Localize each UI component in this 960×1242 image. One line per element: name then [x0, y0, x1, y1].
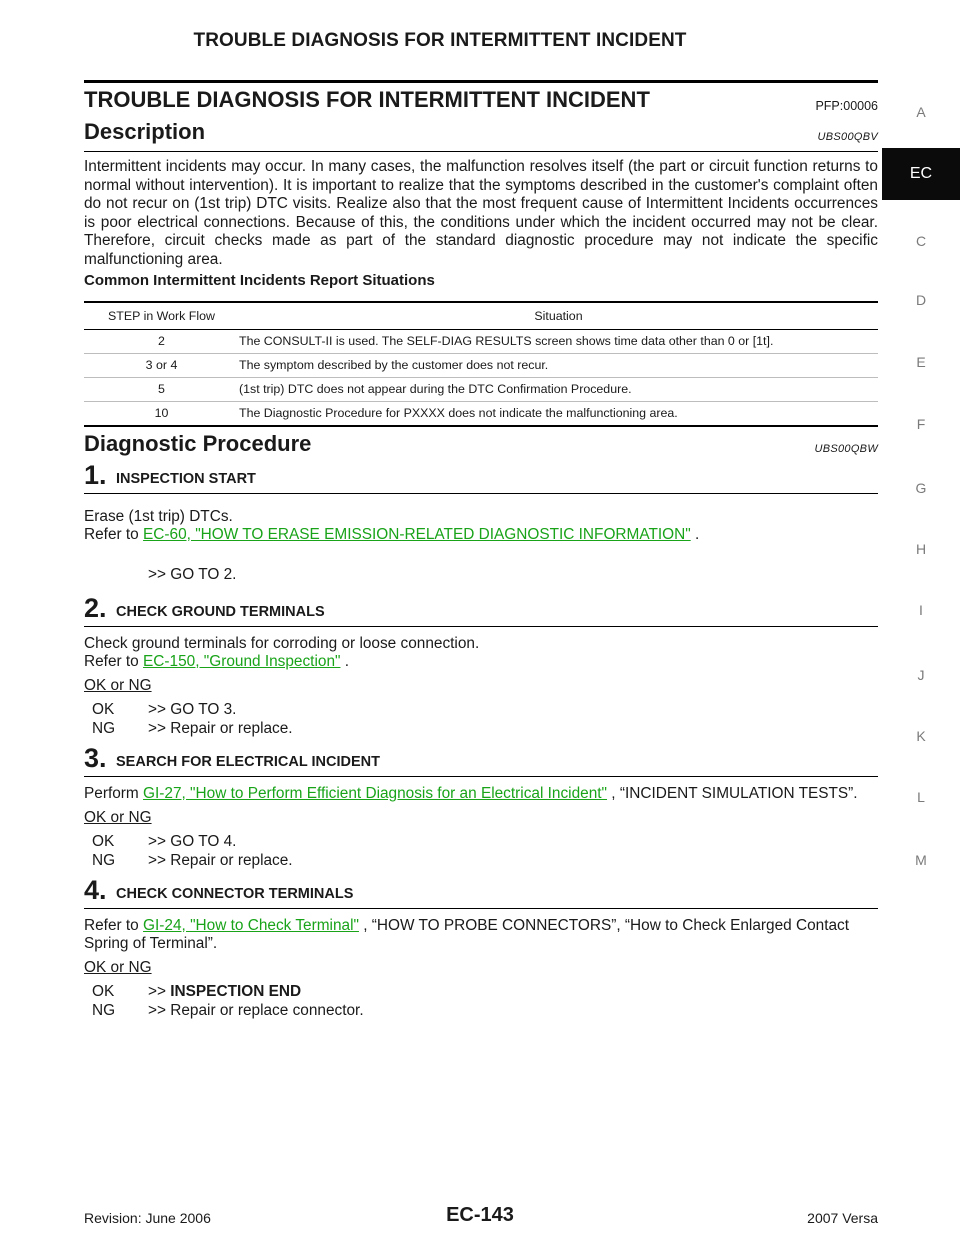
step-4-header: 4. CHECK CONNECTOR TERMINALS: [84, 874, 878, 909]
step-2-header: 2. CHECK GROUND TERMINALS: [84, 592, 878, 627]
table-cell-step: 10: [84, 401, 239, 427]
result-ok-arrow: >>: [148, 982, 171, 1000]
refer-text: Refer to: [84, 916, 144, 934]
step-2-results: OK >> GO TO 3. NG >> Repair or replace.: [84, 700, 878, 738]
step-label: CHECK CONNECTOR TERMINALS: [116, 885, 354, 902]
result-ng-key: NG: [92, 719, 116, 737]
index-letter-ec-active[interactable]: EC: [882, 148, 960, 200]
ok-or-ng-label: OK or NG: [84, 676, 152, 694]
report-situations-heading: Common Intermittent Incidents Report Sit…: [84, 271, 435, 289]
index-letter-g[interactable]: G: [915, 480, 927, 496]
main-content: TROUBLE DIAGNOSIS FOR INTERMITTENT INCID…: [84, 80, 878, 1020]
result-ng-value: >> Repair or replace.: [148, 719, 293, 737]
table-cell-step: 5: [84, 377, 239, 402]
step-3-results: OK >> GO TO 4. NG >> Repair or replace.: [84, 832, 878, 870]
table-cell-situation: The symptom described by the customer do…: [239, 353, 878, 378]
page-header-title: TROUBLE DIAGNOSIS FOR INTERMITTENT INCID…: [193, 30, 687, 51]
index-letter-a[interactable]: A: [916, 104, 926, 120]
section-title: TROUBLE DIAGNOSIS FOR INTERMITTENT INCID…: [84, 87, 650, 112]
footer-revision: Revision: June 2006: [84, 1210, 211, 1226]
result-ok-key: OK: [92, 700, 115, 718]
description-title-row: Description UBS00QBV: [84, 119, 878, 151]
index-letter-d[interactable]: D: [915, 292, 927, 308]
step-2-refer: Refer to EC-150, "Ground Inspection" .: [84, 653, 878, 671]
table-cell-step: 2: [84, 329, 239, 354]
table-cell-situation: The CONSULT-II is used. The SELF-DIAG RE…: [239, 329, 878, 354]
link-ec-150[interactable]: EC-150, "Ground Inspection": [143, 652, 341, 670]
step-label: CHECK GROUND TERMINALS: [116, 603, 325, 620]
step-number: 4.: [84, 874, 107, 905]
step-3-after: , “INCIDENT SIMULATION TESTS”.: [607, 784, 858, 802]
step-1-goto: >> GO TO 2.: [148, 565, 237, 583]
step-number: 2.: [84, 592, 107, 623]
refer-text: Refer to: [84, 525, 144, 543]
header-situation: Situation: [239, 300, 878, 330]
ok-or-ng-label: OK or NG: [84, 808, 152, 826]
top-rule: [84, 80, 878, 83]
footer-model: 2007 Versa: [807, 1210, 878, 1226]
table-header-row: STEP in Work Flow Situation: [84, 300, 878, 330]
step-1-header: 1. INSPECTION START: [84, 459, 878, 494]
index-letter-m[interactable]: M: [915, 852, 927, 868]
step-number: 3.: [84, 742, 107, 773]
refer-after: .: [340, 652, 350, 670]
footer-page-number: EC-143: [446, 1204, 514, 1226]
procedure-code: UBS00QBW: [814, 442, 878, 455]
index-letter-c[interactable]: C: [915, 233, 927, 249]
result-ok-value: INSPECTION END: [170, 982, 302, 1000]
refer-after: .: [690, 525, 700, 543]
description-code: UBS00QBV: [817, 131, 878, 143]
index-letter-l[interactable]: L: [917, 789, 925, 805]
header-step: STEP in Work Flow: [84, 300, 239, 330]
result-ng-key: NG: [92, 851, 116, 869]
procedure-title: Diagnostic Procedure: [84, 430, 312, 456]
step-3-header: 3. SEARCH FOR ELECTRICAL INCIDENT: [84, 742, 878, 777]
result-ok-value: >> GO TO 4.: [148, 832, 237, 850]
description-title: Description: [84, 119, 206, 144]
link-gi-24[interactable]: GI-24, "How to Check Terminal": [143, 916, 359, 934]
index-letter-i[interactable]: I: [919, 602, 923, 618]
situations-table: STEP in Work Flow Situation 2 The CONSUL…: [84, 300, 878, 427]
step-4-after: , “HOW TO PROBE CONNECTORS”, “How to Che…: [84, 916, 850, 952]
section-code: PFP:00006: [815, 99, 878, 113]
description-body: Intermittent incidents may occur. In man…: [84, 158, 878, 268]
result-ng-key: NG: [92, 1001, 116, 1019]
result-ok-value: >> GO TO 3.: [148, 700, 237, 718]
ok-or-ng-label: OK or NG: [84, 958, 152, 976]
step-2-body: Check ground terminals for corroding or …: [84, 635, 878, 671]
perform-text: Perform: [84, 784, 144, 802]
step-1-body: Erase (1st trip) DTCs. Refer to EC-60, "…: [84, 508, 878, 544]
index-letter-k[interactable]: K: [916, 728, 926, 744]
step-label: SEARCH FOR ELECTRICAL INCIDENT: [116, 753, 380, 770]
table-cell-step: 3 or 4: [84, 353, 239, 378]
result-ng-value: >> Repair or replace.: [148, 851, 293, 869]
step-4-body: Refer to GI-24, "How to Check Terminal" …: [84, 917, 878, 953]
index-letter-h[interactable]: H: [915, 541, 927, 557]
result-ok-key: OK: [92, 832, 115, 850]
step-number: 1.: [84, 459, 107, 490]
result-ok-key: OK: [92, 982, 115, 1000]
index-letter-f[interactable]: F: [916, 416, 926, 432]
step-1-refer: Refer to EC-60, "HOW TO ERASE EMISSION-R…: [84, 526, 878, 544]
link-gi-27[interactable]: GI-27, "How to Perform Efficient Diagnos…: [143, 784, 608, 802]
table-row: 5 (1st trip) DTC does not appear during …: [84, 377, 878, 402]
procedure-title-row: Diagnostic Procedure UBS00QBW: [84, 431, 878, 463]
table-cell-situation: (1st trip) DTC does not appear during th…: [239, 377, 878, 402]
table-cell-situation: The Diagnostic Procedure for PXXXX does …: [239, 401, 878, 427]
index-letter-e[interactable]: E: [916, 354, 926, 370]
section-title-row: TROUBLE DIAGNOSIS FOR INTERMITTENT INCID…: [84, 87, 878, 119]
table-row: 3 or 4 The symptom described by the cust…: [84, 353, 878, 378]
step-1-line: Erase (1st trip) DTCs.: [84, 507, 233, 525]
table-row: 10 The Diagnostic Procedure for PXXXX do…: [84, 401, 878, 427]
link-ec-60[interactable]: EC-60, "HOW TO ERASE EMISSION-RELATED DI…: [143, 525, 691, 543]
table-row: 2 The CONSULT-II is used. The SELF-DIAG …: [84, 329, 878, 354]
refer-text: Refer to: [84, 652, 144, 670]
step-2-line: Check ground terminals for corroding or …: [84, 634, 480, 652]
step-4-results: OK >> INSPECTION END NG >> Repair or repla…: [84, 982, 878, 1020]
description-rule: [84, 151, 878, 152]
step-label: INSPECTION START: [116, 470, 256, 487]
index-letter-j[interactable]: J: [917, 667, 925, 683]
result-ng-value: >> Repair or replace connector.: [148, 1001, 364, 1019]
step-3-body: Perform GI-27, "How to Perform Efficient…: [84, 785, 878, 803]
